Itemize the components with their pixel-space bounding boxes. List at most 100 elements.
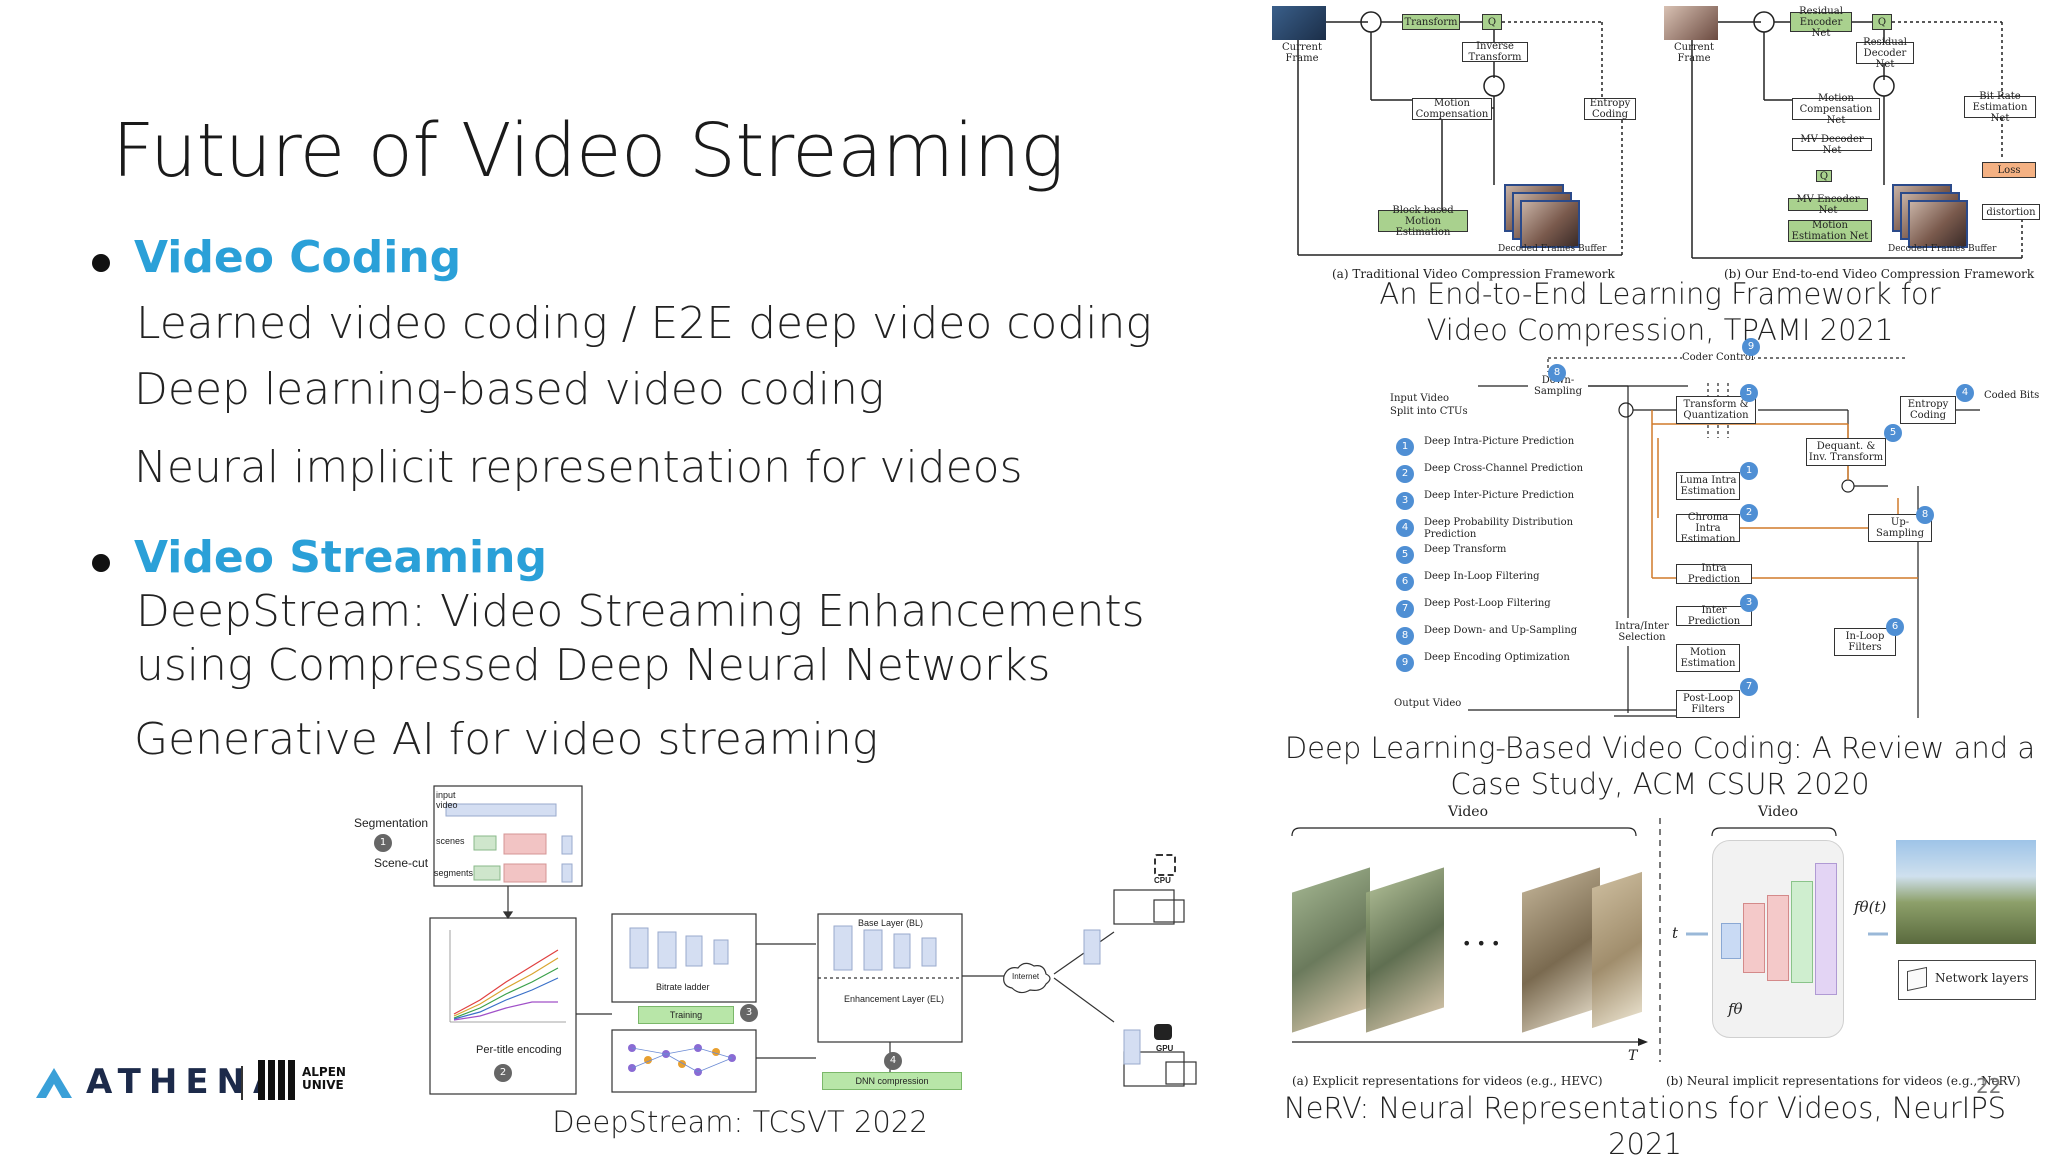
cpu-label: CPU: [1154, 876, 1171, 885]
t-axis-label: T: [1628, 1048, 1638, 1064]
figure-e2e-compression: Current Frame Transform Q Inverse Transf…: [1272, 0, 2048, 290]
inverse-transform-box: Inverse Transform: [1462, 41, 1528, 63]
step-number: 2: [1740, 504, 1758, 522]
step-1: 1: [374, 834, 392, 852]
luma-box: Luma Intra Estimation: [1676, 472, 1740, 500]
step-number: 8: [1916, 506, 1934, 524]
subcaption-nerv-b: (b) Neural implicit representations for …: [1666, 1074, 2021, 1088]
legend-number: 9: [1396, 654, 1414, 672]
figure-nerv: Video Video • • • T t fθ fθ(t) Network l…: [1288, 800, 2048, 1096]
video-label: Video: [1448, 804, 1489, 820]
current-frame-thumb: [1664, 6, 1718, 40]
legend-item: Deep Encoding Optimization: [1424, 652, 1570, 663]
alpen-line-2: UNIVE: [302, 1078, 344, 1092]
scene-cut-label: Scene-cut: [374, 856, 429, 870]
current-frame-label: Current Frame: [1281, 42, 1323, 64]
coder-control-label: Coder Control: [1682, 352, 1755, 363]
step-number: 7: [1740, 678, 1758, 696]
legend-number: 4: [1396, 519, 1414, 537]
nerv-network: [1712, 840, 1844, 1038]
slide-title: Future of Video Streaming: [112, 108, 1065, 194]
residual-encoder-box: Residual Encoder Net: [1790, 6, 1852, 39]
entropy-coding-box: Entropy Coding: [1900, 396, 1956, 424]
legend-item: Deep Transform: [1424, 544, 1507, 555]
in-loop-box: In-Loop Filters: [1834, 628, 1896, 656]
current-frame-thumb: [1272, 6, 1326, 40]
input-video-text: Input Video: [1390, 393, 1450, 404]
sub-item: Generative AI for video streaming: [134, 714, 879, 765]
legend-number: 1: [1396, 438, 1414, 456]
video-frames: • • •: [1292, 850, 1642, 1033]
step-3: 3: [740, 1004, 758, 1022]
network-layers-text: Network layers: [1935, 971, 2029, 985]
caption-nerv: NeRV: Neural Representations for Videos,…: [1283, 1091, 2007, 1161]
transform-quant-box: Transform & Quantization: [1676, 396, 1756, 424]
motion-estimation-net-box: Motion Estimation Net: [1788, 220, 1872, 242]
bullet-dot: [92, 254, 110, 272]
sub-item: Deep learning-based video coding: [134, 364, 885, 415]
f-theta-label: fθ: [1728, 1000, 1743, 1018]
legend-number: 6: [1396, 573, 1414, 591]
legend-item: Deep Probability Distribution Prediction: [1424, 517, 1574, 540]
alpen-logo-icon: [258, 1060, 298, 1100]
training-box: Training: [638, 1006, 734, 1024]
block-motion-box: Block based Motion Estimation: [1378, 205, 1468, 238]
segmentation-label: Segmentation: [354, 816, 429, 830]
step-number: 8: [1548, 364, 1566, 382]
current-frame-label: Current Frame: [1673, 42, 1715, 64]
nerv-lines: [1291, 818, 1888, 1062]
bitrate-ladder-label: Bitrate ladder: [656, 982, 710, 992]
segments-label: segments: [434, 868, 474, 878]
quant-box: Q: [1482, 14, 1502, 30]
transform-box: Transform: [1402, 14, 1460, 30]
deepstream-wires: [429, 785, 1197, 1095]
cpu-icon: [1154, 854, 1176, 876]
per-title-chart: [449, 930, 566, 1023]
t-input: t: [1672, 924, 1679, 942]
entropy-coding-box: Entropy Coding: [1584, 98, 1636, 120]
inter-prediction-box: Inter Prediction: [1676, 605, 1752, 627]
bullet-heading-video-streaming: Video Streaming: [134, 532, 547, 583]
athena-logo-text: ATHENA: [86, 1062, 288, 1102]
network-layers-legend: Network layers: [1898, 960, 2036, 1000]
bullet-heading-video-coding: Video Coding: [134, 232, 462, 283]
step-number: 6: [1886, 618, 1904, 636]
input-video-label: input video: [436, 790, 458, 810]
mv-decoder-box: MV Decoder Net: [1792, 134, 1872, 156]
gpu-label: GPU: [1156, 1044, 1174, 1053]
dfb-label: Decoded Frames Buffer: [1888, 244, 1997, 254]
post-loop-box: Post-Loop Filters: [1676, 690, 1740, 718]
legend-number: 7: [1396, 600, 1414, 618]
intra-prediction-box: Intra Prediction: [1676, 563, 1752, 585]
sub-item: DeepStream: Video Streaming Enhancements: [136, 586, 1145, 637]
dfb-label: Decoded Frames Buffer: [1498, 244, 1607, 254]
mv-encoder-box: MV Encoder Net: [1788, 194, 1868, 216]
legend-item: Deep Intra-Picture Prediction: [1424, 436, 1575, 447]
distortion-box: distortion: [1982, 204, 2040, 220]
coded-bits-label: Coded Bits: [1984, 390, 2040, 401]
loss-box: Loss: [1982, 162, 2036, 178]
athena-logo-icon: [34, 1066, 74, 1100]
step-2: 2: [494, 1064, 512, 1082]
video-label: Video: [1758, 804, 1799, 820]
legend-item: Deep In-Loop Filtering: [1424, 571, 1540, 582]
bullet-dot: [92, 554, 110, 572]
legend-number: 5: [1396, 546, 1414, 564]
quant-box: Q: [1872, 14, 1892, 30]
legend-item: Deep Inter-Picture Prediction: [1424, 490, 1575, 501]
base-layer-label: Base Layer (BL): [858, 918, 924, 928]
sub-item: using Compressed Deep Neural Networks: [136, 640, 1051, 691]
legend-number: 3: [1396, 492, 1414, 510]
sub-item: Neural implicit representation for video…: [134, 442, 1023, 493]
subcaption-a: (a) Traditional Video Compression Framew…: [1332, 267, 1615, 281]
chroma-box: Chroma Intra Estimation: [1676, 512, 1740, 545]
legend-item: Deep Down- and Up-Sampling: [1424, 625, 1578, 636]
intra-inter-label: Intra/Inter Selection: [1610, 618, 1674, 646]
legend-item: Deep Post-Loop Filtering: [1424, 598, 1551, 609]
ellipsis: • • •: [1462, 934, 1501, 953]
bitrate-estimation-box: Bit Rate Estimation Net: [1964, 91, 2036, 124]
